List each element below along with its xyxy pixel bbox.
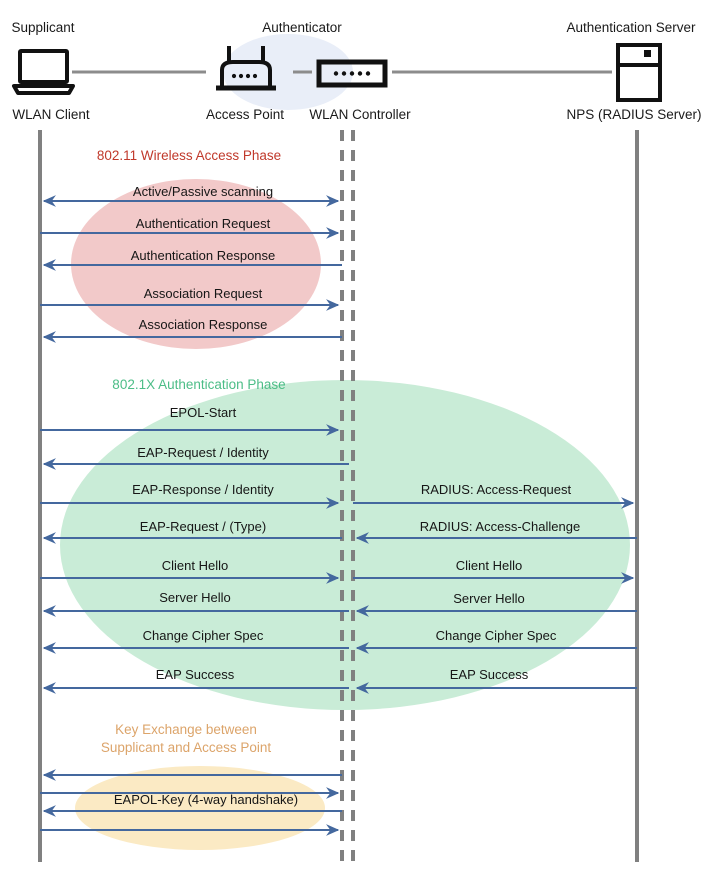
authenticator-role-label: Authenticator xyxy=(262,20,342,35)
access-point-device-label: Access Point xyxy=(205,107,285,122)
wireless-router-icon xyxy=(216,46,276,91)
supplicant-device-label: WLAN Client xyxy=(12,107,90,122)
server-tower-icon xyxy=(616,43,662,102)
label-server-hello-left: Server Hello xyxy=(159,590,231,605)
wlan-controller-device-label: WLAN Controller xyxy=(309,107,411,122)
label-client-hello-left: Client Hello xyxy=(161,558,229,573)
authenticator-halo xyxy=(223,34,353,110)
label-change-cipher-spec-right: Change Cipher Spec xyxy=(435,628,557,643)
label-client-hello-right: Client Hello xyxy=(455,558,523,573)
label-association-response: Association Response xyxy=(138,317,268,332)
label-eap-request-identity: EAP-Request / Identity xyxy=(137,445,269,460)
phase-3-title: Key Exchange between Supplicant and Acce… xyxy=(101,721,271,757)
label-eap-success-left: EAP Success xyxy=(155,667,235,682)
phase-3-title-line-1: Key Exchange between xyxy=(115,722,257,737)
label-epol-start: EPOL-Start xyxy=(169,405,237,420)
phase-1-arrows xyxy=(40,195,342,343)
phase-2-ellipse xyxy=(60,380,630,710)
phase-2-arrows-radius xyxy=(353,497,637,694)
label-radius-access-request: RADIUS: Access-Request xyxy=(420,482,572,497)
authentication-server-role-label: Authentication Server xyxy=(566,20,696,35)
phase-3-ellipse xyxy=(75,766,325,850)
phase-1-ellipse xyxy=(71,179,321,349)
label-eap-success-right: EAP Success xyxy=(449,667,529,682)
phase-3-arrows xyxy=(40,769,342,836)
phase-2-title: 802.1X Authentication Phase xyxy=(112,377,286,392)
label-authentication-response: Authentication Response xyxy=(130,248,276,263)
label-active-passive-scanning: Active/Passive scanning xyxy=(132,184,274,199)
label-server-hello-right: Server Hello xyxy=(453,591,525,606)
authentication-server-device-label: NPS (RADIUS Server) xyxy=(566,107,702,122)
phase-1-title: 802.11 Wireless Access Phase xyxy=(96,148,282,163)
phase-2-arrows-left xyxy=(40,424,349,694)
label-eap-request-type: EAP-Request / (Type) xyxy=(139,519,267,534)
laptop-icon xyxy=(12,49,75,95)
supplicant-role-label: Supplicant xyxy=(11,20,75,35)
label-association-request: Association Request xyxy=(143,286,263,301)
label-change-cipher-spec-left: Change Cipher Spec xyxy=(142,628,264,643)
label-eap-response-identity: EAP-Response / Identity xyxy=(132,482,274,497)
controller-switch-icon xyxy=(316,59,388,88)
label-radius-access-challenge: RADIUS: Access-Challenge xyxy=(419,519,581,534)
label-authentication-request: Authentication Request xyxy=(135,216,271,231)
label-eapol-key-handshake: EAPOL-Key (4-way handshake) xyxy=(113,792,299,807)
phase-3-title-line-2: Supplicant and Access Point xyxy=(100,740,272,756)
